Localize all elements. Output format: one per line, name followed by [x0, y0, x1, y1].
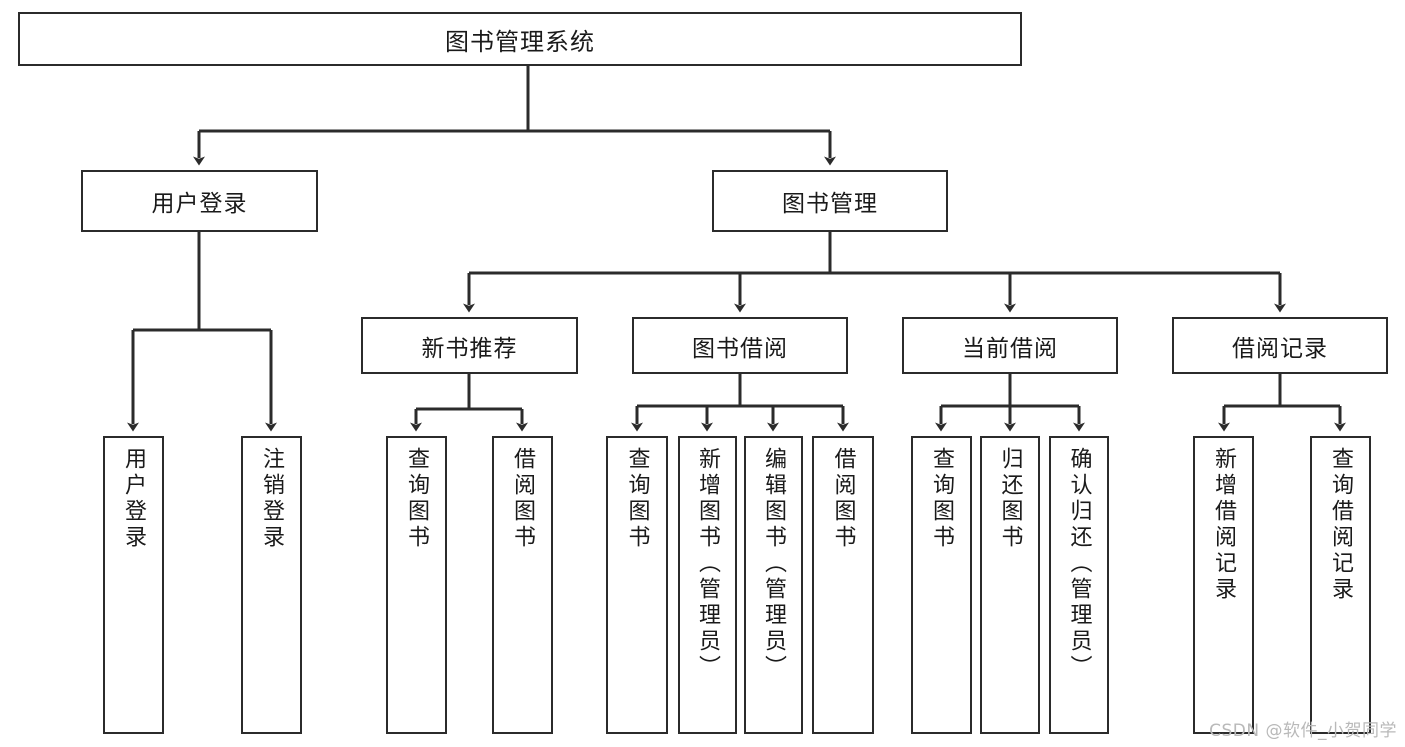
- leaf-records-query-record[interactable]: 查询借阅记录: [1310, 436, 1371, 734]
- leaf-borrow-add-book-label: 新增图书（管理员）: [695, 447, 721, 681]
- leaf-current-return-book[interactable]: 归还图书: [980, 436, 1040, 734]
- leaf-user-login[interactable]: 用户登录: [103, 436, 164, 734]
- leaf-current-return-book-label: 归还图书: [997, 447, 1023, 551]
- leaf-borrow-add-book[interactable]: 新增图书（管理员）: [678, 436, 737, 734]
- leaf-recommend-query-book[interactable]: 查询图书: [386, 436, 447, 734]
- node-borrow-records-label: 借阅记录: [1232, 335, 1328, 362]
- leaf-logout-label: 注销登录: [259, 447, 285, 551]
- leaf-current-query-book[interactable]: 查询图书: [911, 436, 972, 734]
- node-current-borrow[interactable]: 当前借阅: [902, 317, 1118, 374]
- leaf-records-query-record-label: 查询借阅记录: [1328, 447, 1354, 603]
- csdn-watermark: CSDN @软件_小贺同学: [1209, 721, 1397, 741]
- leaf-borrow-edit-book[interactable]: 编辑图书（管理员）: [744, 436, 803, 734]
- leaf-borrow-edit-book-label: 编辑图书（管理员）: [761, 447, 787, 681]
- leaf-records-add-record-label: 新增借阅记录: [1211, 447, 1237, 603]
- leaf-user-login-label: 用户登录: [121, 447, 147, 551]
- node-new-book-recommend[interactable]: 新书推荐: [361, 317, 578, 374]
- leaf-logout[interactable]: 注销登录: [241, 436, 302, 734]
- leaf-recommend-borrow-book[interactable]: 借阅图书: [492, 436, 553, 734]
- node-user-login[interactable]: 用户登录: [81, 170, 318, 232]
- leaf-current-confirm-return[interactable]: 确认归还（管理员）: [1049, 436, 1109, 734]
- node-user-login-label: 用户登录: [151, 191, 248, 217]
- leaf-borrow-query-book[interactable]: 查询图书: [606, 436, 668, 734]
- node-borrow-records[interactable]: 借阅记录: [1172, 317, 1388, 374]
- leaf-recommend-query-book-label: 查询图书: [404, 447, 430, 551]
- leaf-borrow-borrow-book[interactable]: 借阅图书: [812, 436, 874, 734]
- node-book-borrow-label: 图书借阅: [692, 335, 788, 362]
- leaf-recommend-borrow-book-label: 借阅图书: [510, 447, 536, 551]
- node-book-borrow[interactable]: 图书借阅: [632, 317, 848, 374]
- leaf-borrow-query-book-label: 查询图书: [624, 447, 650, 551]
- leaf-borrow-borrow-book-label: 借阅图书: [830, 447, 856, 551]
- node-current-borrow-label: 当前借阅: [962, 335, 1058, 362]
- node-root-label: 图书管理系统: [445, 27, 595, 56]
- node-root[interactable]: 图书管理系统: [18, 12, 1022, 66]
- node-book-management[interactable]: 图书管理: [712, 170, 948, 232]
- leaf-current-query-book-label: 查询图书: [929, 447, 955, 551]
- node-book-management-label: 图书管理: [782, 191, 878, 217]
- node-new-book-recommend-label: 新书推荐: [421, 335, 518, 362]
- leaf-current-confirm-return-label: 确认归还（管理员）: [1066, 447, 1092, 681]
- leaf-records-add-record[interactable]: 新增借阅记录: [1193, 436, 1254, 734]
